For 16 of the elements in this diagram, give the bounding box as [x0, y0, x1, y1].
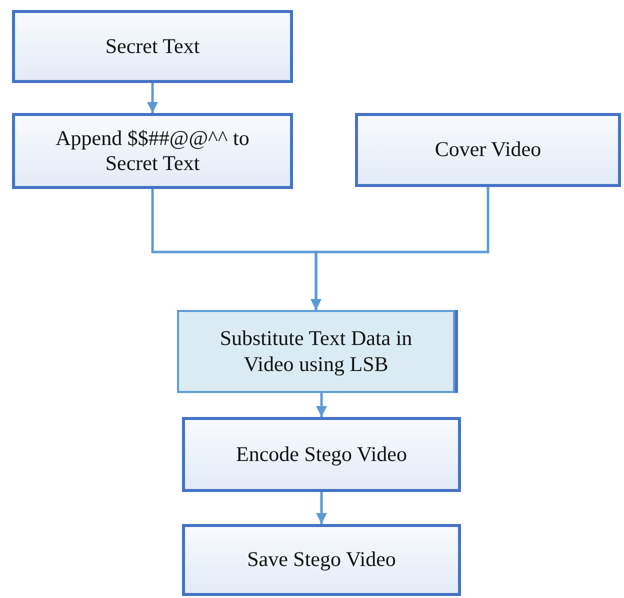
process-box	[12, 10, 293, 83]
process-box	[12, 113, 293, 189]
box-label: Cover Video	[434, 137, 542, 163]
box-label: Substitute Text Data in Video using LSB	[218, 326, 414, 377]
process-box	[182, 417, 461, 492]
box-label: Append $$##@@^^ to Secret Text	[55, 126, 250, 176]
process-box	[177, 310, 455, 393]
box-label: Encode Stego Video	[236, 442, 407, 468]
arrow	[316, 393, 328, 417]
arrow	[310, 187, 490, 310]
box-label: Save Stego Video	[247, 547, 396, 573]
box-label: Secret Text	[105, 34, 200, 60]
arrow	[146, 83, 158, 113]
process-box	[355, 113, 621, 187]
process-box	[182, 524, 461, 596]
arrow	[316, 492, 328, 524]
